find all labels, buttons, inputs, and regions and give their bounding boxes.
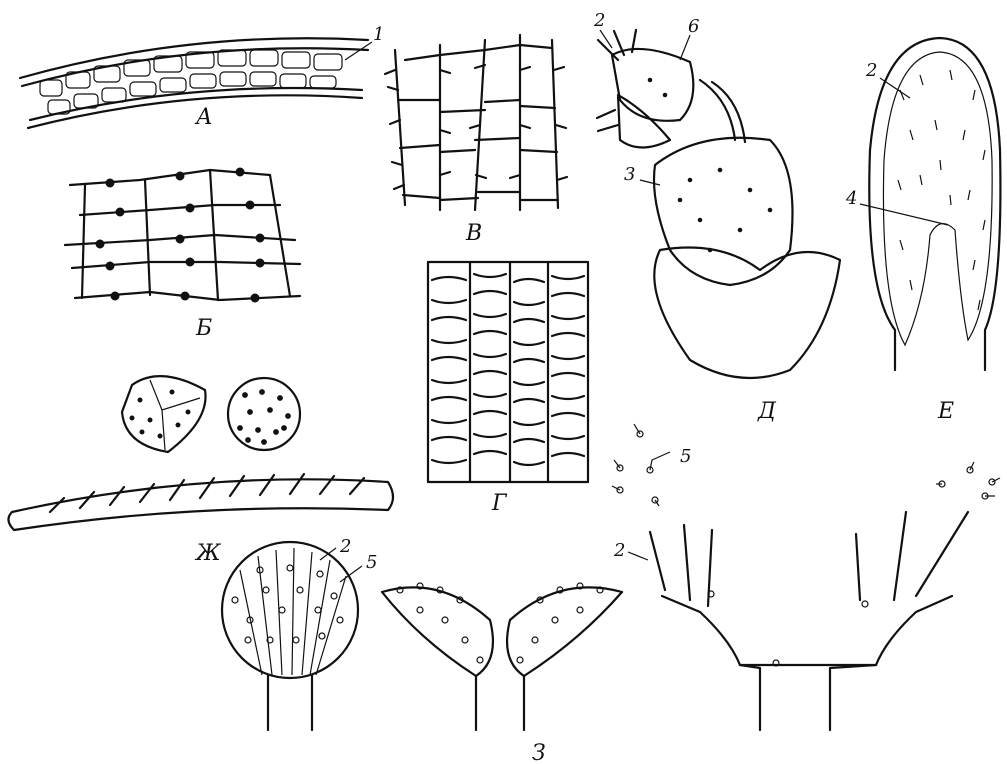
panel-zh-elater — [8, 474, 393, 530]
panel-b-exothecium-cells — [65, 168, 300, 302]
spores — [122, 376, 300, 452]
label-z-open-2: 2 — [613, 540, 625, 561]
label-d-2: 2 — [593, 10, 605, 31]
label-spores-5: 5 — [680, 446, 691, 467]
label-b: Б — [195, 316, 212, 341]
label-v: В — [465, 221, 482, 246]
dispersing-spores — [612, 424, 1000, 506]
label-1: 1 — [373, 24, 384, 45]
panel-z-opening-sequence — [222, 512, 968, 730]
panel-d-sporogonium — [597, 30, 840, 378]
label-z-5: 5 — [366, 552, 377, 573]
label-d: Д — [757, 399, 777, 424]
label-g: Г — [491, 491, 508, 516]
label-zh: Ж — [194, 541, 222, 566]
panel-e-longitudinal-section — [860, 38, 1000, 370]
label-e: Е — [937, 399, 954, 424]
label-e-2: 2 — [865, 60, 877, 81]
panel-g-cells-with-thickenings — [428, 262, 588, 482]
panel-v-thickened-cells — [385, 35, 567, 210]
label-e-4: 4 — [845, 188, 857, 209]
label-z: З — [532, 741, 546, 764]
label-d-3: 3 — [624, 164, 635, 185]
label-z-2: 2 — [339, 536, 351, 557]
label-a: А — [194, 105, 213, 130]
label-d-6: 6 — [688, 16, 699, 37]
